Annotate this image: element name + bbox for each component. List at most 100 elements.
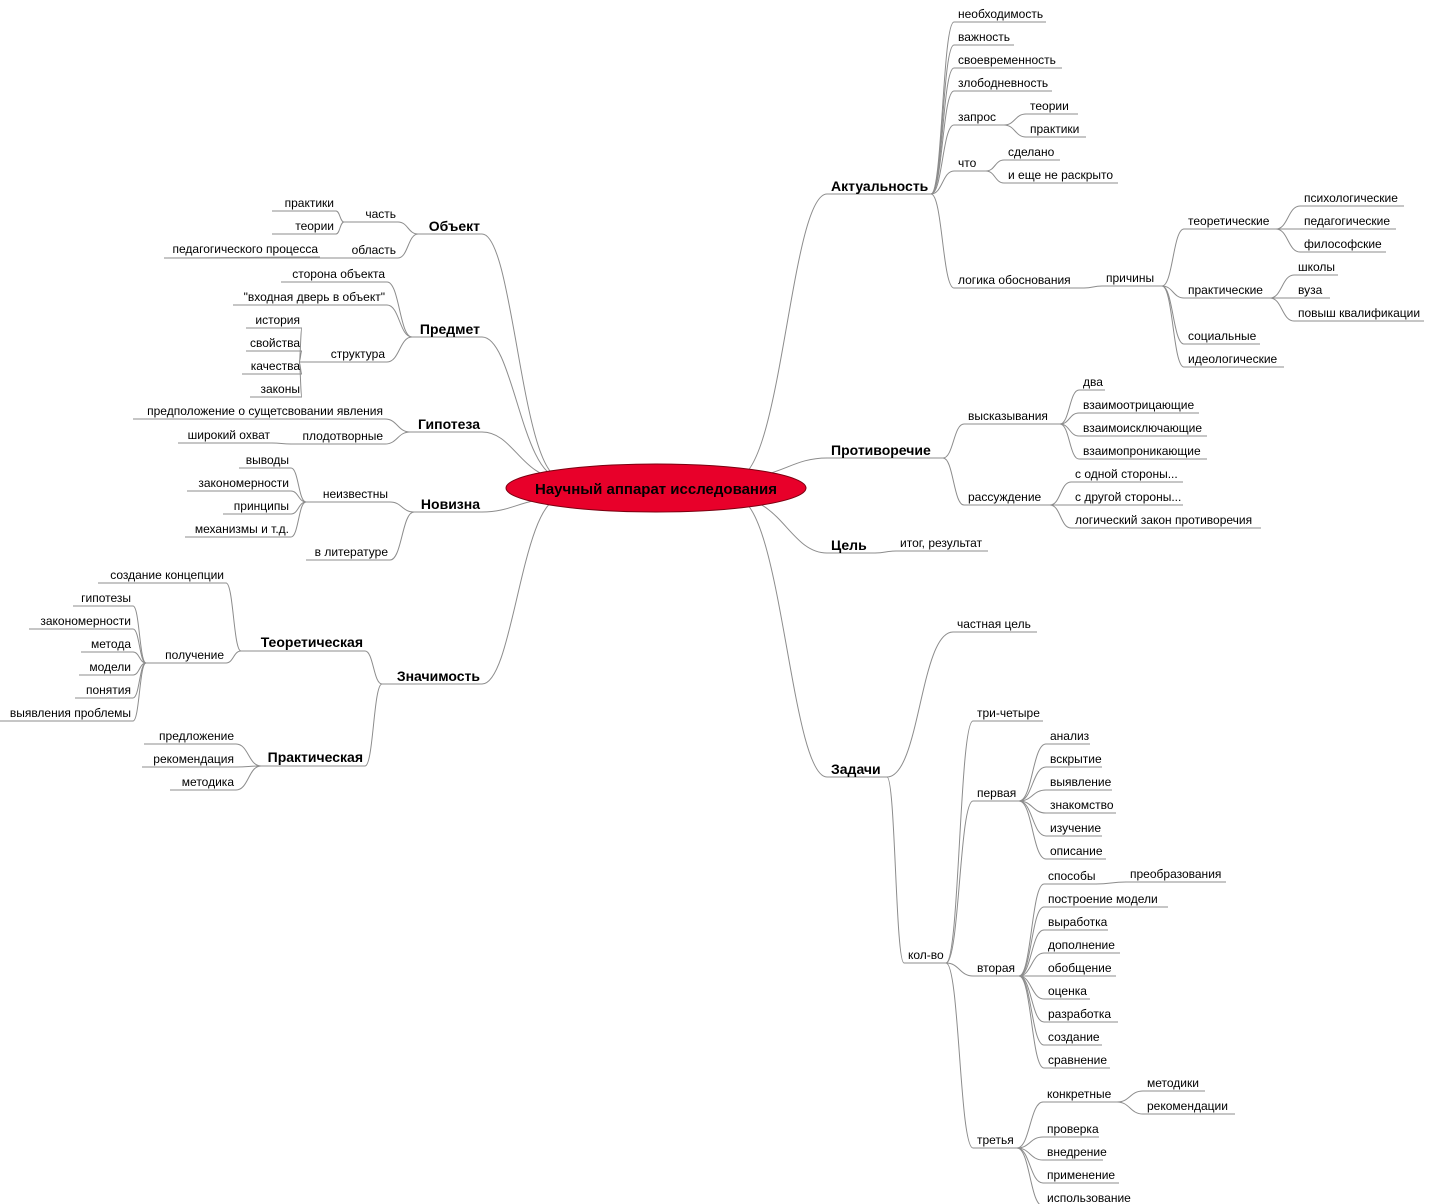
subtopic-3-1-2-0-0[interactable]: преобразования xyxy=(1130,867,1221,881)
subtopic-3-1-3[interactable]: третья xyxy=(977,1133,1014,1147)
subtopic-0-6-0-2[interactable]: социальные xyxy=(1188,329,1257,343)
topic-3[interactable]: Задачи xyxy=(831,761,881,777)
subtopic-1-0-3[interactable]: взаимопроникающие xyxy=(1083,444,1201,458)
subtopic-0-6-0-1[interactable]: практические xyxy=(1188,283,1263,297)
subtopic-3-1-3-0-0[interactable]: методики xyxy=(1147,1076,1199,1090)
subtopic-1-0-1[interactable]: взаимоотрицающие xyxy=(1083,398,1194,412)
subtopic-8-0-1-1[interactable]: закономерности xyxy=(40,614,131,628)
subtopic-3-1-3-0-1[interactable]: рекомендации xyxy=(1147,1099,1228,1113)
topic-4[interactable]: Объект xyxy=(429,218,480,234)
subtopic-0-5-0[interactable]: сделано xyxy=(1008,145,1055,159)
subtopic-1-0-2[interactable]: взаимоисключающие xyxy=(1083,421,1202,435)
subtopic-3-1-2-8[interactable]: сравнение xyxy=(1048,1053,1107,1067)
subtopic-3-1-3-1[interactable]: проверка xyxy=(1047,1122,1099,1136)
subtopic-3-1-1-1[interactable]: вскрытие xyxy=(1050,752,1102,766)
subtopic-3-1-1-0[interactable]: анализ xyxy=(1050,729,1090,743)
subtopic-0-3[interactable]: злободневность xyxy=(958,76,1048,90)
subtopic-0-4[interactable]: запрос xyxy=(958,110,996,124)
subtopic-3-1-2-0[interactable]: способы xyxy=(1048,869,1095,883)
subtopic-7-0-2[interactable]: принципы xyxy=(234,499,289,513)
subtopic-0-6-0-3[interactable]: идеологические xyxy=(1188,352,1278,366)
subtopic-0-5-1[interactable]: и еще не раскрыто xyxy=(1008,168,1113,182)
subtopic-0-6-0-0-1[interactable]: педагогические xyxy=(1304,214,1390,228)
topic-7[interactable]: Новизна xyxy=(421,496,480,512)
subtopic-5-2-1[interactable]: свойства xyxy=(250,336,300,350)
central-topic[interactable]: Научный аппарат исследования xyxy=(505,463,807,513)
subtopic-3-0[interactable]: частная цель xyxy=(957,617,1031,631)
subtopic-4-0-1[interactable]: теории xyxy=(295,219,334,233)
subtopic-1-1-1[interactable]: с другой стороны... xyxy=(1075,490,1181,504)
topic-2[interactable]: Цель xyxy=(831,537,867,553)
subtopic-0-6[interactable]: логика обоснования xyxy=(958,273,1071,287)
subtopic-3-1-3-4[interactable]: использование xyxy=(1047,1191,1131,1204)
subtopic-8-0-1-5[interactable]: выявления проблемы xyxy=(10,706,131,720)
subtopic-5-1[interactable]: "входная дверь в объект" xyxy=(244,290,385,304)
subtopic-3-1-2[interactable]: вторая xyxy=(977,961,1015,975)
subtopic-7-0-0[interactable]: выводы xyxy=(246,453,289,467)
subtopic-0-4-0[interactable]: теории xyxy=(1030,99,1069,113)
subtopic-8-1-1[interactable]: рекомендация xyxy=(153,752,234,766)
subtopic-7-1[interactable]: в литературе xyxy=(315,545,389,559)
subtopic-0-6-0[interactable]: причины xyxy=(1106,271,1154,285)
subtopic-1-1-0[interactable]: с одной стороны... xyxy=(1075,467,1178,481)
subtopic-0-5[interactable]: что xyxy=(958,156,977,170)
subtopic-8-1[interactable]: Практическая xyxy=(268,749,363,765)
subtopic-6-0[interactable]: предположение о сущетсвовании явления xyxy=(147,404,383,418)
topic-0[interactable]: Актуальность xyxy=(831,178,929,194)
topic-1[interactable]: Противоречие xyxy=(831,442,931,458)
subtopic-4-0[interactable]: часть xyxy=(365,207,396,221)
subtopic-0-6-0-0-2[interactable]: философские xyxy=(1304,237,1382,251)
subtopic-0-6-0-1-1[interactable]: вуза xyxy=(1298,283,1323,297)
subtopic-5-0[interactable]: сторона объекта xyxy=(292,267,385,281)
subtopic-7-0-3[interactable]: механизмы и т.д. xyxy=(195,522,289,536)
subtopic-5-2[interactable]: структура xyxy=(331,347,386,361)
subtopic-5-2-2[interactable]: качества xyxy=(251,359,301,373)
subtopic-1-1[interactable]: рассуждение xyxy=(968,490,1042,504)
subtopic-1-0[interactable]: высказывания xyxy=(968,409,1048,423)
subtopic-8-1-0[interactable]: предложение xyxy=(159,729,234,743)
topic-8[interactable]: Значимость xyxy=(397,668,481,684)
subtopic-3-1-2-5[interactable]: оценка xyxy=(1048,984,1087,998)
subtopic-5-2-3[interactable]: законы xyxy=(261,382,301,396)
subtopic-3-1-2-2[interactable]: выработка xyxy=(1048,915,1108,929)
subtopic-5-2-0[interactable]: история xyxy=(255,313,300,327)
subtopic-3-1-1-3[interactable]: знакомство xyxy=(1050,798,1114,812)
subtopic-8-0-1-2[interactable]: метода xyxy=(91,637,131,651)
subtopic-0-2[interactable]: своевременность xyxy=(958,53,1056,67)
subtopic-1-0-0[interactable]: два xyxy=(1083,375,1103,389)
subtopic-3-1-3-3[interactable]: применение xyxy=(1047,1168,1115,1182)
subtopic-8-0-1-4[interactable]: понятия xyxy=(86,683,131,697)
subtopic-6-1-0[interactable]: широкий охват xyxy=(188,428,271,442)
topic-5[interactable]: Предмет xyxy=(420,321,480,337)
subtopic-3-1-2-1[interactable]: построение модели xyxy=(1048,892,1158,906)
subtopic-3-1-1-2[interactable]: выявление xyxy=(1050,775,1112,789)
subtopic-2-0[interactable]: итог, результат xyxy=(900,536,983,550)
subtopic-7-0[interactable]: неизвестны xyxy=(323,487,388,501)
subtopic-3-1-3-0[interactable]: конкретные xyxy=(1047,1087,1112,1101)
subtopic-0-1[interactable]: важность xyxy=(958,30,1010,44)
subtopic-0-6-0-0-0[interactable]: психологические xyxy=(1304,191,1398,205)
subtopic-3-1-0[interactable]: три-четыре xyxy=(977,706,1040,720)
subtopic-0-6-0-0[interactable]: теоретические xyxy=(1188,214,1270,228)
subtopic-7-0-1[interactable]: закономерности xyxy=(198,476,289,490)
subtopic-8-0-1-0[interactable]: гипотезы xyxy=(81,591,131,605)
subtopic-8-0-1[interactable]: получение xyxy=(165,648,224,662)
subtopic-3-1-1-4[interactable]: изучение xyxy=(1050,821,1101,835)
subtopic-3-1-2-4[interactable]: обобщение xyxy=(1048,961,1112,975)
subtopic-8-1-2[interactable]: методика xyxy=(182,775,235,789)
subtopic-3-1-3-2[interactable]: внедрение xyxy=(1047,1145,1107,1159)
subtopic-4-1-0[interactable]: педагогического процесса xyxy=(173,242,319,256)
topic-6[interactable]: Гипотеза xyxy=(418,416,480,432)
subtopic-0-0[interactable]: необходимость xyxy=(958,7,1043,21)
subtopic-3-1-2-7[interactable]: создание xyxy=(1048,1030,1100,1044)
subtopic-3-1-1[interactable]: первая xyxy=(977,786,1016,800)
subtopic-0-6-0-1-0[interactable]: школы xyxy=(1298,260,1335,274)
subtopic-0-4-1[interactable]: практики xyxy=(1030,122,1079,136)
subtopic-3-1-2-3[interactable]: дополнение xyxy=(1048,938,1115,952)
subtopic-3-1[interactable]: кол-во xyxy=(908,948,944,962)
subtopic-3-1-2-6[interactable]: разработка xyxy=(1048,1007,1111,1021)
subtopic-8-0-0[interactable]: создание концепции xyxy=(110,568,224,582)
subtopic-4-0-0[interactable]: практики xyxy=(285,196,334,210)
subtopic-4-1[interactable]: область xyxy=(352,243,396,257)
subtopic-0-6-0-1-2[interactable]: повыш квалификации xyxy=(1298,306,1420,320)
